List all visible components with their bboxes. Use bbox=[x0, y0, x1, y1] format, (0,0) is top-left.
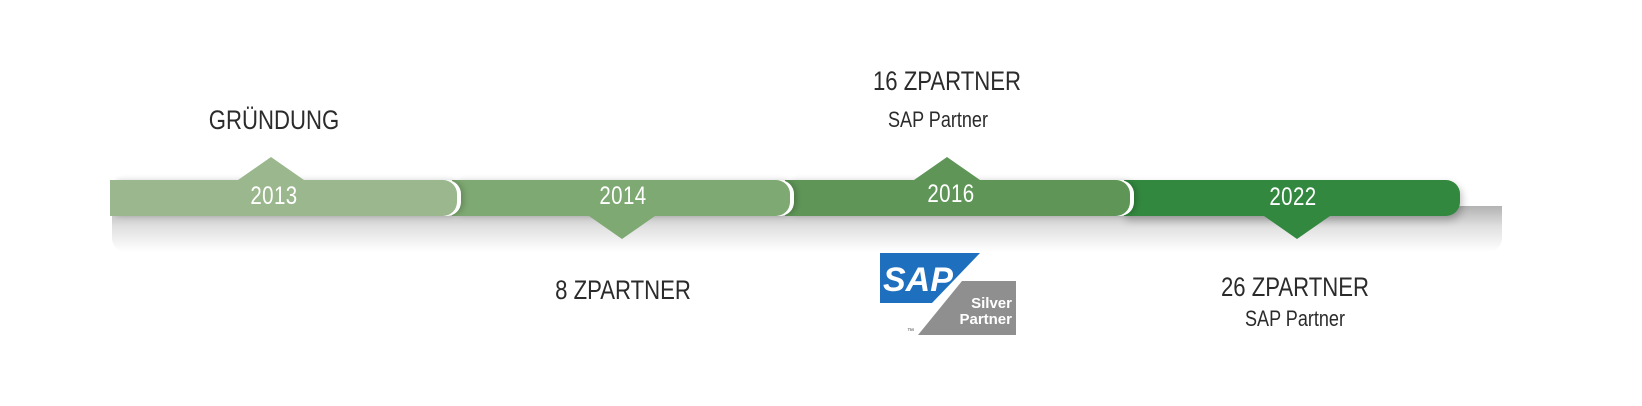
milestone-pointer-2022 bbox=[1264, 216, 1330, 239]
sap-silver-partner-logo: SAP Silver Partner ™ bbox=[880, 253, 1016, 335]
timeline-segment-2013 bbox=[110, 180, 457, 216]
timeline-segment-2014 bbox=[452, 180, 790, 216]
milestone-pointer-2013 bbox=[238, 157, 304, 180]
sap-logo-gray-block bbox=[918, 281, 1016, 335]
milestone-sublabel-2016: SAP Partner bbox=[888, 107, 988, 132]
timeline-segment-2022 bbox=[1124, 180, 1460, 216]
timeline-segment-2016 bbox=[785, 180, 1130, 216]
milestone-label-2013: GRÜNDUNG bbox=[208, 105, 340, 135]
milestone-sublabel-2022: SAP Partner bbox=[1245, 306, 1345, 331]
sap-logo-blue-block bbox=[880, 253, 980, 303]
milestone-pointer-2014 bbox=[589, 216, 655, 239]
sap-logo-tier-line2: Partner bbox=[959, 311, 1012, 328]
milestone-label-2016: 16 ZPARTNER bbox=[872, 66, 1022, 96]
milestone-year-2014: 2014 bbox=[599, 182, 647, 210]
sap-logo-trademark: ™ bbox=[907, 328, 914, 335]
milestone-year-2022: 2022 bbox=[1269, 183, 1317, 211]
milestone-pointer-2016 bbox=[914, 157, 980, 180]
milestone-year-2016: 2016 bbox=[927, 180, 975, 208]
sap-logo-brand-text: SAP bbox=[883, 261, 953, 299]
milestone-label-2022: 26 ZPARTNER bbox=[1220, 272, 1370, 302]
milestone-label-2014: 8 ZPARTNER bbox=[555, 275, 691, 305]
sap-logo-tier-line1: Silver bbox=[971, 295, 1012, 312]
milestone-year-2013: 2013 bbox=[250, 182, 298, 210]
